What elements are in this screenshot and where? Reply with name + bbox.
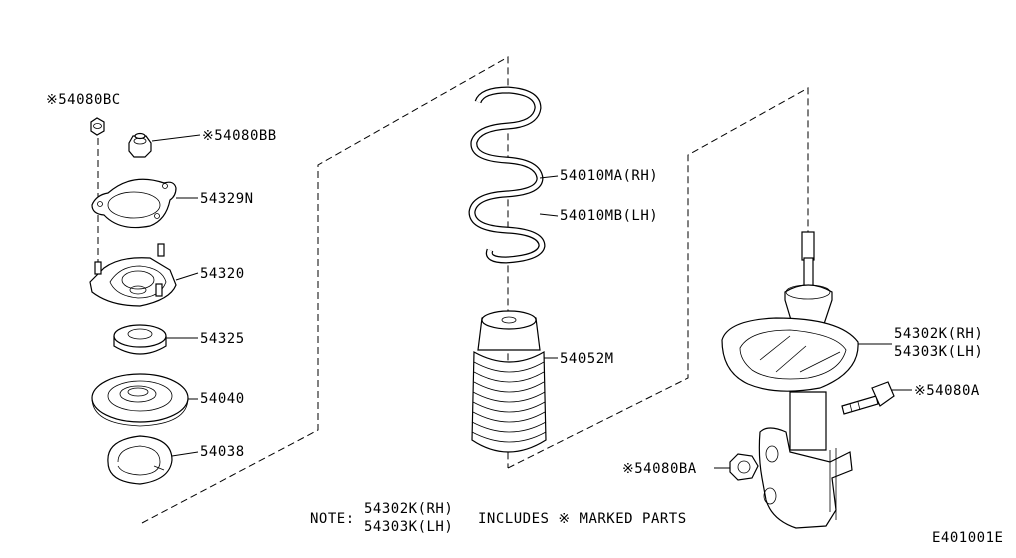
note-line-rh: 54302K(RH) [364, 501, 454, 517]
nut-54080BA-part [729, 453, 759, 481]
label-54010MB: 54010MB(LH) [560, 208, 659, 224]
leader-54010MA [539, 175, 559, 179]
label-54080BA: ※54080BA [622, 461, 697, 477]
label-54080A: ※54080A [914, 383, 980, 399]
label-54080BB: ※54080BB [202, 128, 277, 144]
label-54052M: 54052M [560, 351, 614, 367]
seat-54040-part [91, 373, 189, 427]
label-54303K: 54303K(LH) [894, 344, 984, 360]
label-54320: 54320 [200, 266, 245, 282]
mount-54320-part [89, 243, 177, 307]
coil-spring-part [468, 86, 546, 264]
label-54010MA: 54010MA(RH) [560, 168, 659, 184]
left-leader-lines [151, 134, 201, 457]
label-54302K: 54302K(RH) [894, 326, 984, 342]
assembly-outline-right [507, 87, 809, 469]
leader-54010MB [539, 213, 559, 217]
nut-54080BC-part [90, 117, 105, 136]
label-54329N: 54329N [200, 191, 254, 207]
plate-54329N-part [91, 178, 177, 229]
bearing-54325-part [113, 324, 167, 355]
note-suffix: INCLUDES ※ MARKED PARTS [478, 511, 687, 527]
note-line-lh: 54303K(LH) [364, 519, 454, 535]
boot-54052M-part [471, 310, 547, 453]
bolt-54080A-part [841, 381, 895, 415]
shock-absorber-part [721, 231, 859, 529]
nut-54080BB-part [128, 132, 152, 158]
label-54325: 54325 [200, 331, 245, 347]
label-54038: 54038 [200, 444, 245, 460]
note-prefix: NOTE: [310, 511, 355, 527]
label-54040: 54040 [200, 391, 245, 407]
figure-code: E401001E [932, 530, 1004, 546]
label-54080BC: ※54080BC [46, 92, 121, 108]
rubber-seat-54038-part [107, 435, 173, 485]
